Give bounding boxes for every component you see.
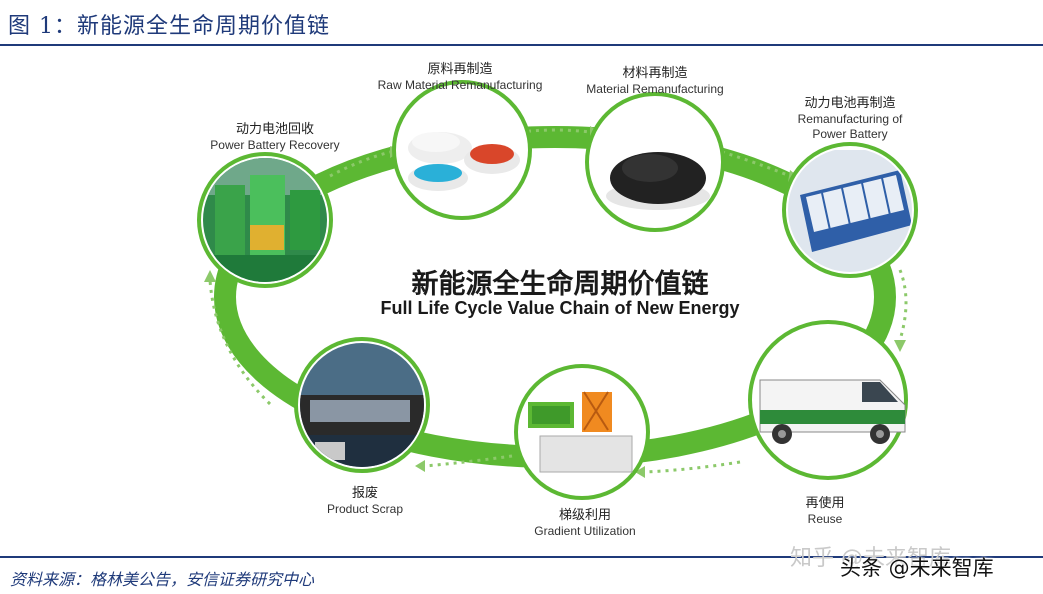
stage-label-zh: 梯级利用 [558,508,611,523]
stage-label-zh: 再使用 [805,496,845,511]
stage-image-product-scrap [294,337,430,473]
stage-label-en: Reuse [807,512,843,527]
stage-image-recovery [197,152,333,288]
stage-label-en: Product Scrap [326,502,404,517]
stage-label-gradient-utilization: 梯级利用 Gradient Utilization [510,508,660,539]
stage-image-raw-material [392,80,532,220]
stage-image-reuse [748,320,908,480]
figure-title: 图 1：新能源全生命周期价值链 [8,14,330,39]
source-note: 资料来源：格林美公告，安信证券研究中心 [10,570,315,589]
stage-image-material [585,92,725,232]
stage-label-zh: 动力电池再制造 [804,96,896,111]
stage-label-product-scrap: 报废 Product Scrap [300,486,430,517]
stage-label-en: Power Battery Recovery [210,138,340,153]
stage-label-en: Material Remanufacturing [586,82,724,97]
stage-label-en: Raw Material Remanufacturing [377,78,543,93]
watermark-toutiao: 头条 @未来智库 [840,556,994,580]
top-divider [0,44,1043,46]
stage-label-battery-remanufacturing: 动力电池再制造 Remanufacturing of Power Battery [785,96,915,142]
stage-label-zh: 报废 [351,486,378,501]
stage-label-zh: 动力电池回收 [235,122,314,137]
stage-label-en: Gradient Utilization [534,524,636,539]
stage-image-gradient-utilization [514,364,650,500]
flow-arrows [208,128,908,474]
watermark-zhihu: 知乎 @未来智库 [790,546,951,571]
diagram-title-en: Full Life Cycle Value Chain of New Energ… [380,298,740,318]
bottom-divider [0,556,1043,558]
stage-label-recovery: 动力电池回收 Power Battery Recovery [190,122,360,153]
diagram-title-zh: 新能源全生命周期价值链 [411,269,709,300]
stage-label-zh: 原料再制造 [427,62,493,77]
stage-label-en: Remanufacturing of Power Battery [797,112,903,142]
stage-label-material: 材料再制造 Material Remanufacturing [570,66,740,97]
stage-label-raw-material: 原料再制造 Raw Material Remanufacturing [360,62,560,93]
stage-image-battery-remanufacturing [782,142,918,278]
stage-label-reuse: 再使用 Reuse [770,496,880,527]
stage-label-zh: 材料再制造 [622,66,688,81]
